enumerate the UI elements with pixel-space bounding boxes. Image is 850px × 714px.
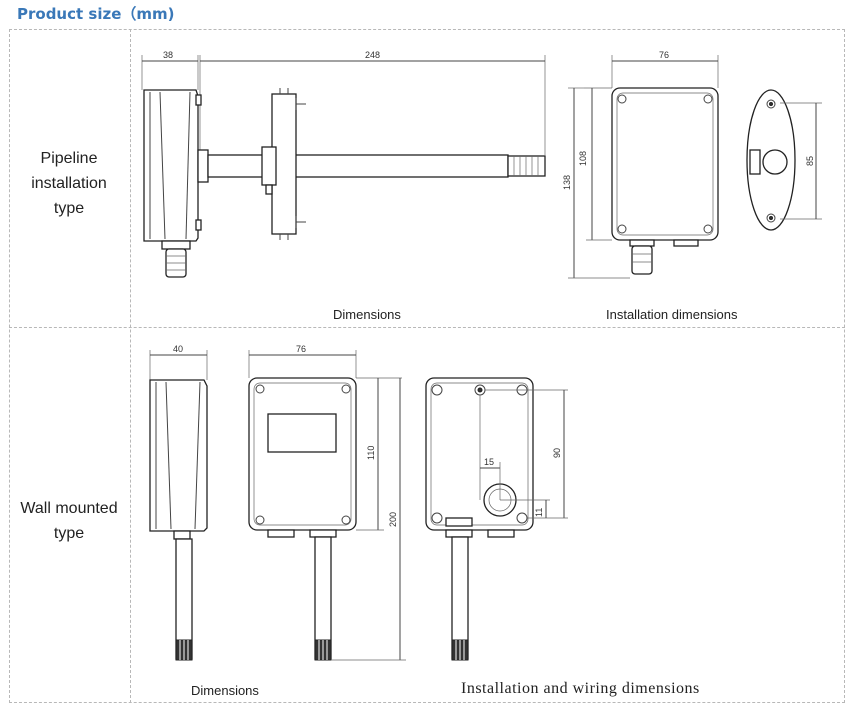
display-window (267, 413, 337, 453)
column-divider (130, 29, 131, 703)
table-frame (9, 29, 845, 703)
row-label-pipeline: Pipeline installation type (31, 150, 107, 217)
caption-wall-dimensions: Dimensions (191, 683, 259, 698)
wall-side-view: 40 (149, 344, 208, 661)
dim-wall-hole-spacing: 90 (552, 448, 562, 458)
dim-pipe-length: 248 (365, 50, 380, 60)
caption-pipeline-installation: Installation dimensions (606, 307, 738, 322)
dim-wall-wire-offset-y: 11 (534, 508, 544, 517)
dim-pipe-box-height-inner: 108 (578, 151, 588, 166)
pipeline-front-view: 76 108 138 (562, 50, 719, 279)
dim-pipe-width: 38 (163, 50, 173, 60)
row-divider (9, 327, 845, 328)
pipeline-flange-view: 85 (746, 89, 822, 231)
caption-wall-installation: Installation and wiring dimensions (461, 680, 700, 697)
dim-wall-wire-offset-x: 15 (484, 457, 494, 467)
row-label-wall: Wall mounted type (20, 500, 118, 542)
pipeline-side-view: 38 248 (141, 50, 546, 278)
wall-installation-view: 15 90 11 (425, 377, 568, 661)
dim-wall-total-height: 200 (388, 512, 398, 527)
dim-flange-hole-spacing: 85 (805, 156, 815, 166)
dim-wall-front-width: 76 (296, 344, 306, 354)
dim-wall-box-height: 110 (366, 446, 376, 460)
dim-wall-side-width: 40 (173, 344, 183, 354)
page-title: Product size（mm) (17, 5, 175, 23)
dim-pipe-box-width: 76 (659, 50, 669, 60)
wall-front-view: 76 110 200 (248, 344, 406, 661)
dim-pipe-box-height-total: 138 (562, 175, 572, 190)
caption-pipeline-dimensions: Dimensions (333, 307, 401, 322)
